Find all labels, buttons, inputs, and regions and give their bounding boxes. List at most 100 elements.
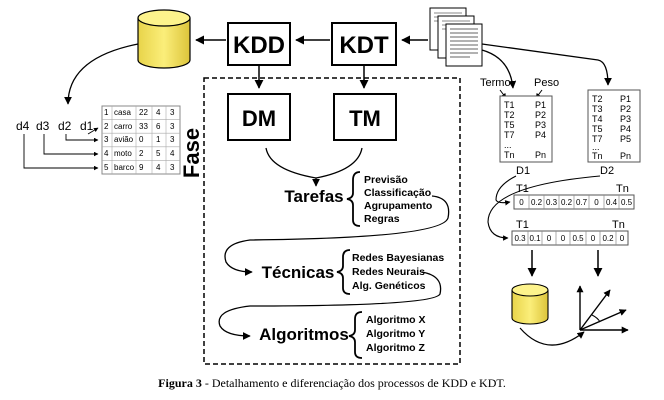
vector1-cell: 0.2 [561, 198, 573, 207]
vector2-cell: 0.1 [529, 234, 541, 243]
tecnicas-list: Redes Bayesianas Redes Neurais Alg. Gené… [352, 252, 444, 292]
table-cell: 3 [104, 135, 109, 144]
dm-box: DM [227, 93, 291, 141]
table-cell: 3 [170, 108, 175, 117]
vector1-cell: 0.2 [531, 198, 543, 207]
algoritmos-label: Algoritmos [259, 325, 349, 344]
figure-caption: Figura 3 - Detalhamento e diferenciação … [158, 376, 506, 390]
d1-term: T5 [504, 120, 515, 130]
arrow-tarefas-tecnicas [224, 195, 450, 276]
dim-label: d2 [58, 119, 72, 133]
vector2-cell: 0.5 [572, 234, 584, 243]
arrow-database-table [64, 43, 139, 105]
d2-term: T2 [592, 94, 603, 104]
d2-name: D2 [600, 165, 614, 177]
vector2: 0.3 0.1 0 0 0.5 0 0.2 0 [511, 230, 629, 246]
tecnicas-brace [336, 249, 351, 295]
d2-term: Tn [592, 151, 603, 161]
kdt-label: KDT [339, 32, 389, 59]
tm-label: TM [349, 106, 381, 131]
dm-label: DM [242, 106, 276, 131]
d2-term: T7 [592, 134, 603, 144]
document-stack-icon [429, 7, 483, 67]
data-table: 1 casa 22 4 3 2 carro 33 6 3 3 avião 0 1… [101, 105, 181, 175]
vector1-cell: 0.3 [546, 198, 558, 207]
vector1-end: Tn [616, 183, 629, 195]
d2-weight: P1 [620, 94, 631, 104]
vector2-end: Tn [612, 219, 625, 231]
table-cell: 6 [156, 122, 161, 131]
vector1-cell: 0.7 [576, 198, 588, 207]
table-cell: 4 [170, 149, 175, 158]
caption-bold: Figura 3 [158, 376, 202, 390]
vector1-cell: 0 [594, 198, 599, 207]
arrow-docs-d1 [481, 49, 517, 89]
tecnicas-item: Redes Bayesianas [352, 252, 444, 264]
dimension-lines [23, 127, 99, 171]
table-cell: 4 [156, 163, 161, 172]
d1-term: T1 [504, 100, 515, 110]
table-cell: 0 [139, 135, 144, 144]
vector2-start: T1 [516, 219, 529, 231]
tarefas-item: Previsão [364, 174, 408, 186]
tm-box: TM [333, 93, 397, 141]
tarefas-item: Classificação [364, 187, 431, 199]
arrow-tm-tarefas [315, 147, 363, 179]
vector1-cell: 0 [519, 198, 524, 207]
d1-name: D1 [516, 165, 530, 177]
d1-weight: P3 [535, 120, 546, 130]
kdd-box: KDD [227, 22, 291, 66]
dimension-labels: d4 d3 d2 d1 [16, 119, 94, 133]
database-icon [137, 9, 191, 69]
phase-box [203, 77, 461, 365]
arrow-d1-vector1 [495, 175, 517, 206]
table-cell: 2 [139, 149, 144, 158]
caption-rest: - Detalhamento e diferenciação dos proce… [202, 376, 506, 390]
table-cell: 3 [170, 163, 175, 172]
tarefas-list: Previsão Classificação Agrupamento Regra… [364, 174, 432, 225]
algoritmos-item: Algoritmo Y [366, 328, 425, 340]
phase-label: Fase [179, 128, 204, 178]
algoritmos-item: Algoritmo X [366, 314, 426, 326]
vector2-cell: 0.2 [602, 234, 614, 243]
arrow-tecnicas-algoritmos [218, 271, 442, 340]
vector2-cell: 0 [561, 234, 566, 243]
table-cell: 3 [170, 122, 175, 131]
dim-label: d1 [80, 119, 94, 133]
kdt-box: KDT [331, 22, 397, 66]
table-cell: 5 [104, 163, 109, 172]
table-cell: casa [114, 108, 131, 117]
tarefas-label: Tarefas [284, 187, 343, 206]
d1-term: T2 [504, 110, 515, 120]
table-cell: avião [114, 135, 134, 144]
vector2-cell: 0 [547, 234, 552, 243]
vector1-cell: 0.5 [621, 198, 633, 207]
arrow-database-plot [519, 327, 585, 346]
vector2-cell: 0 [620, 234, 625, 243]
d2-term: T5 [592, 124, 603, 134]
d2-term: ... [592, 142, 600, 152]
table-cell: 33 [139, 122, 148, 131]
table-cell: moto [114, 149, 132, 158]
table-cell: 9 [139, 163, 144, 172]
vector2-cell: 0 [591, 234, 596, 243]
algoritmos-list: Algoritmo X Algoritmo Y Algoritmo Z [366, 314, 426, 354]
table-cell: 4 [156, 108, 161, 117]
d2-term: T3 [592, 104, 603, 114]
dim-label: d4 [16, 119, 30, 133]
d1-term: Tn [504, 150, 515, 160]
d1-term: T7 [504, 130, 515, 140]
tecnicas-item: Redes Neurais [352, 266, 425, 278]
tecnicas-label: Técnicas [262, 263, 335, 282]
arrow-d2-vector2 [487, 175, 601, 241]
peso-label: Peso [534, 77, 559, 89]
table-cell: 5 [156, 149, 161, 158]
tarefas-item: Regras [364, 213, 400, 225]
arrow-docs-d2 [481, 43, 612, 86]
termo-label: Termo [480, 77, 511, 89]
d2-weight: P3 [620, 114, 631, 124]
table-cell: 1 [156, 135, 161, 144]
